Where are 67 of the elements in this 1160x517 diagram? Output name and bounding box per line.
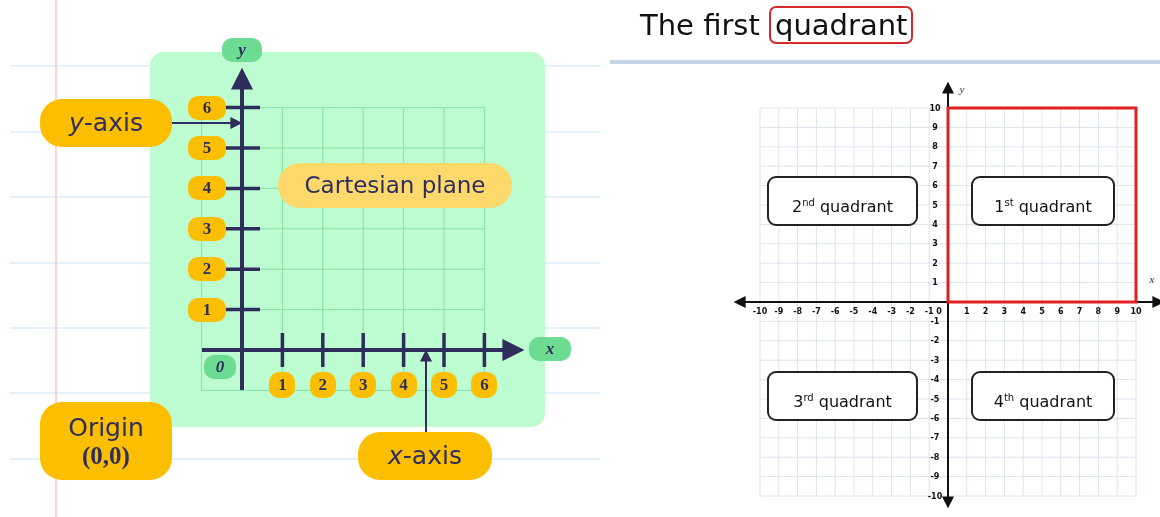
tick-number: 6 xyxy=(471,372,498,398)
tick-number: 6 xyxy=(1057,305,1065,317)
tick-number: -5 xyxy=(848,305,860,317)
tick-number: 5 xyxy=(1038,305,1046,317)
tick-number: -9 xyxy=(773,305,785,317)
tick-number: -4 xyxy=(929,374,941,386)
tick-number: 3 xyxy=(350,372,377,398)
tick-number: 4 xyxy=(1019,305,1027,317)
y-axis-arrow xyxy=(231,67,253,390)
tick-number: -6 xyxy=(829,305,841,317)
tick-number: -8 xyxy=(792,305,804,317)
tick-number: 8 xyxy=(931,141,939,153)
leader-arrow xyxy=(420,349,432,433)
leader-arrow xyxy=(171,117,243,129)
callout-label: x-axis xyxy=(358,432,492,480)
tick-number: -7 xyxy=(929,432,941,444)
heading: The first quadrant xyxy=(640,8,914,42)
tick-number: 1 xyxy=(931,277,939,289)
tick-number: -9 xyxy=(929,471,941,483)
tick-number: -2 xyxy=(904,305,916,317)
tick-number: 0 xyxy=(935,305,943,317)
tick-number: 4 xyxy=(931,218,939,231)
quadrant-label: 2$^{nd}$ quadrant xyxy=(767,176,918,226)
tick-number: 2 xyxy=(931,257,939,270)
tick-number: 5 xyxy=(431,372,457,398)
tick-number: -10 xyxy=(751,305,769,317)
tick-number: 6 xyxy=(931,180,939,192)
tick-number: -4 xyxy=(867,305,879,317)
tick-number: 10 xyxy=(928,102,942,114)
tick-number: 10 xyxy=(1129,305,1143,317)
tick-number: 5 xyxy=(188,136,226,160)
callout-label: y-axis xyxy=(40,99,172,147)
tick-number: 7 xyxy=(931,160,939,173)
tick-number: -7 xyxy=(810,305,822,317)
tick-number: 3 xyxy=(931,238,939,250)
tick-number: 2 xyxy=(188,257,226,282)
tick-number: 9 xyxy=(931,121,939,134)
tick-number: -1 xyxy=(929,315,941,328)
tick-number: 4 xyxy=(188,176,226,201)
label-text: (0,0) xyxy=(82,441,130,470)
tick-number: 3 xyxy=(1000,305,1009,317)
tick-number: -3 xyxy=(929,354,941,367)
axis-name: y xyxy=(222,38,262,62)
axis-name: y xyxy=(957,82,966,96)
tick-number: -6 xyxy=(929,412,941,425)
tick-number: 1 xyxy=(963,305,971,317)
quadrant-label: 3$^{rd}$ quadrant xyxy=(767,371,918,421)
tick-number: 9 xyxy=(1113,305,1121,317)
x-axis-arrow xyxy=(202,339,525,361)
axis-name: x xyxy=(1148,272,1156,286)
tick-number: 7 xyxy=(1075,305,1084,317)
tick-number: 2 xyxy=(981,305,990,317)
tick-number: 1 xyxy=(269,372,296,398)
label-text: Origin xyxy=(68,412,144,442)
tick-number: 8 xyxy=(1094,305,1103,317)
title-label: Cartesian plane xyxy=(278,163,512,208)
tick-number: -2 xyxy=(929,335,941,347)
tick-number: 0 xyxy=(204,355,236,379)
callout-label xyxy=(40,402,172,480)
quadrant-label: 1$^{st}$ quadrant xyxy=(971,176,1115,226)
tick-number: -5 xyxy=(929,393,941,405)
axis-name: x xyxy=(529,337,571,361)
tick-number: -8 xyxy=(929,451,941,464)
quadrant-label: 4$^{th}$ quadrant xyxy=(971,371,1115,421)
tick-number: -3 xyxy=(886,305,898,317)
tick-number: -10 xyxy=(926,490,944,502)
tick-number: 5 xyxy=(931,199,939,211)
